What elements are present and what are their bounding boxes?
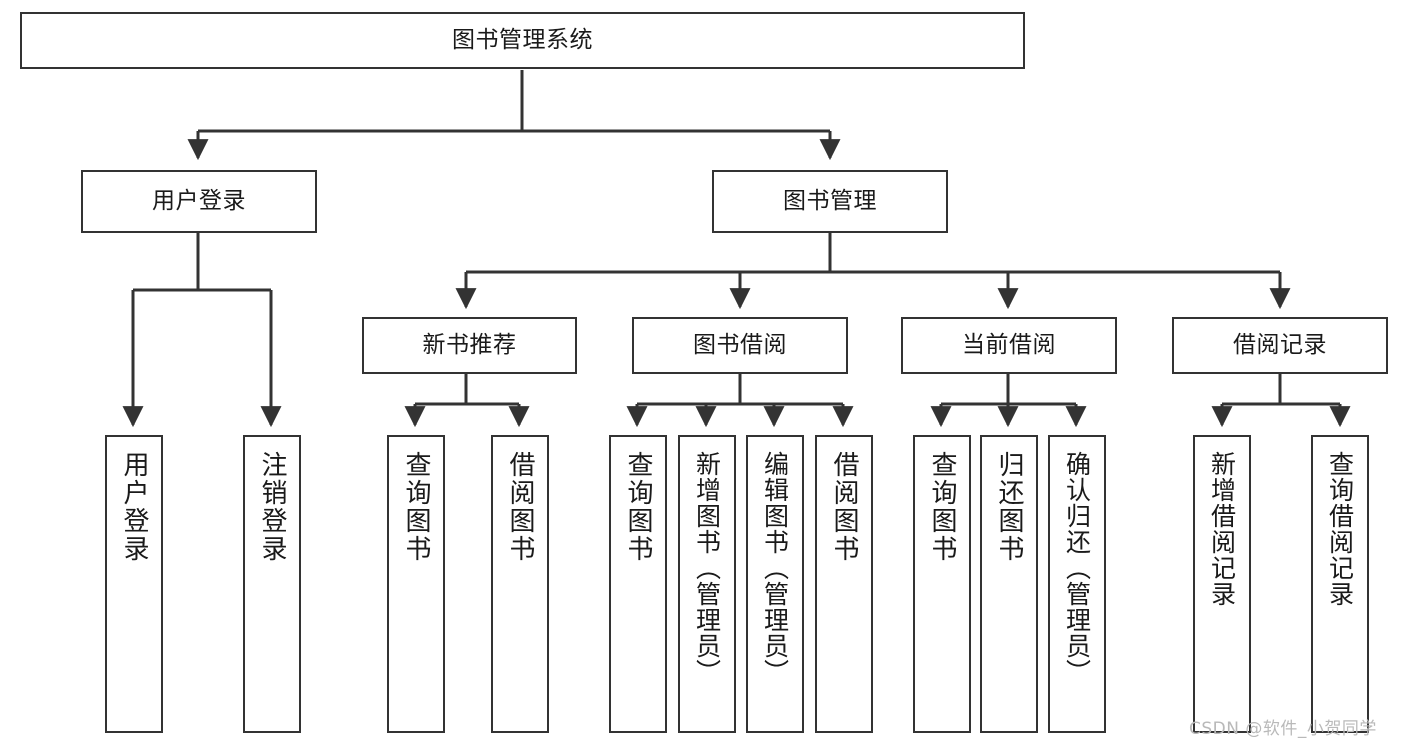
leaf-current-borrow-confirm-return-admin[interactable]: 确认归还（管理员） <box>1048 435 1106 733</box>
node-label: 用户登录 <box>119 451 149 563</box>
node-label: 新书推荐 <box>422 331 517 358</box>
node-label: 编辑图书（管理员） <box>760 451 790 685</box>
node-book-borrow[interactable]: 图书借阅 <box>632 317 848 374</box>
leaf-borrow-record-add-record[interactable]: 新增借阅记录 <box>1193 435 1251 733</box>
node-user-login[interactable]: 用户登录 <box>81 170 317 233</box>
leaf-borrow-record-query-record[interactable]: 查询借阅记录 <box>1311 435 1369 733</box>
node-new-book-recommendation[interactable]: 新书推荐 <box>362 317 577 374</box>
node-label: 查询图书 <box>401 451 431 563</box>
node-label: 当前借阅 <box>962 331 1056 358</box>
csdn-watermark: CSDN @软件_小贺同学 <box>1189 719 1377 739</box>
leaf-book-borrow-query-book[interactable]: 查询图书 <box>609 435 667 733</box>
node-current-borrow[interactable]: 当前借阅 <box>901 317 1117 374</box>
node-label: 用户登录 <box>152 187 246 214</box>
node-label: 图书管理 <box>783 187 877 214</box>
node-label: 查询图书 <box>623 451 653 563</box>
node-label: 新增借阅记录 <box>1207 451 1237 607</box>
node-label: 确认归还（管理员） <box>1062 451 1092 685</box>
leaf-new-book-query-book[interactable]: 查询图书 <box>387 435 445 733</box>
leaf-book-borrow-add-book-admin[interactable]: 新增图书（管理员） <box>678 435 736 733</box>
leaf-current-borrow-query-book[interactable]: 查询图书 <box>913 435 971 733</box>
node-borrow-record[interactable]: 借阅记录 <box>1172 317 1388 374</box>
leaf-new-book-borrow-book[interactable]: 借阅图书 <box>491 435 549 733</box>
node-label: 借阅图书 <box>505 451 535 563</box>
leaf-book-borrow-edit-book-admin[interactable]: 编辑图书（管理员） <box>746 435 804 733</box>
node-label: 借阅记录 <box>1233 331 1327 358</box>
leaf-book-borrow-borrow-book[interactable]: 借阅图书 <box>815 435 873 733</box>
leaf-user-login-logout[interactable]: 注销登录 <box>243 435 301 733</box>
node-label: 新增图书（管理员） <box>692 451 722 685</box>
node-label: 借阅图书 <box>829 451 859 563</box>
node-book-management[interactable]: 图书管理 <box>712 170 948 233</box>
node-label: 图书借阅 <box>693 331 787 358</box>
node-label: 归还图书 <box>994 451 1024 563</box>
leaf-current-borrow-return-book[interactable]: 归还图书 <box>980 435 1038 733</box>
node-label: 查询借阅记录 <box>1325 451 1355 607</box>
node-label: 查询图书 <box>927 451 957 563</box>
node-book-management-system[interactable]: 图书管理系统 <box>20 12 1025 69</box>
node-label: 图书管理系统 <box>452 26 593 53</box>
leaf-user-login-login[interactable]: 用户登录 <box>105 435 163 733</box>
node-label: 注销登录 <box>257 451 287 563</box>
